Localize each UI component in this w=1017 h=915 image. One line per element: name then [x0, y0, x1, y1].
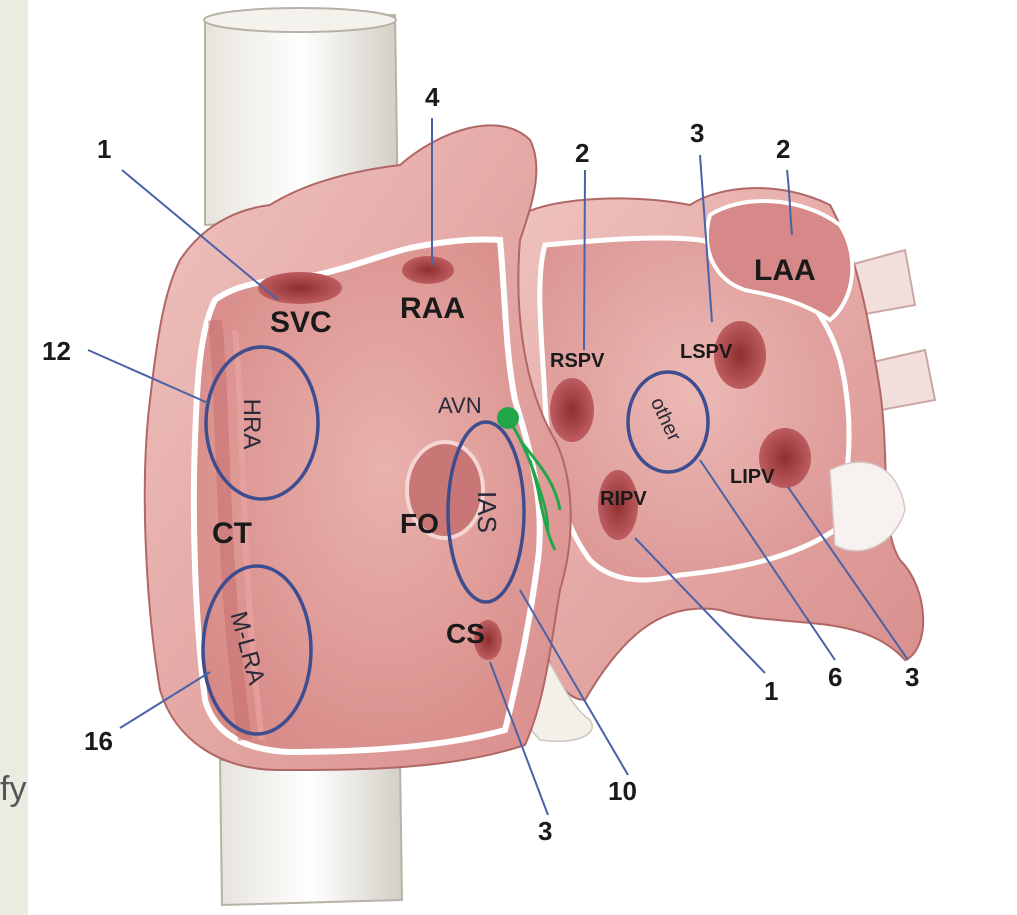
label-ripv: RIPV [600, 488, 647, 510]
label-cs: CS [446, 618, 485, 649]
count-lipv: 3 [905, 662, 919, 692]
count-mlra: 16 [84, 726, 113, 756]
count-rspv: 2 [575, 138, 589, 168]
label-svc: SVC [270, 306, 332, 339]
label-raa: RAA [400, 292, 465, 325]
label-lspv: LSPV [680, 341, 733, 363]
count-laa: 2 [776, 134, 790, 164]
count-ripv: 1 [764, 676, 778, 706]
count-ias: 10 [608, 776, 637, 806]
count-hra: 12 [42, 336, 71, 366]
count-raa: 4 [425, 82, 440, 112]
count-other: 6 [828, 662, 842, 692]
label-ias: IAS [472, 491, 502, 533]
label-hra: HRA [238, 399, 265, 450]
label-lipv: LIPV [730, 466, 775, 488]
label-rspv: RSPV [550, 350, 605, 372]
count-svc: 1 [97, 134, 111, 164]
count-lspv: 3 [690, 118, 704, 148]
label-fo: FO [400, 508, 439, 539]
count-cs: 3 [538, 816, 552, 846]
ivc-vessel [220, 760, 402, 905]
label-ct: CT [212, 517, 252, 550]
label-laa: LAA [754, 254, 816, 287]
label-avn: AVN [438, 393, 482, 418]
